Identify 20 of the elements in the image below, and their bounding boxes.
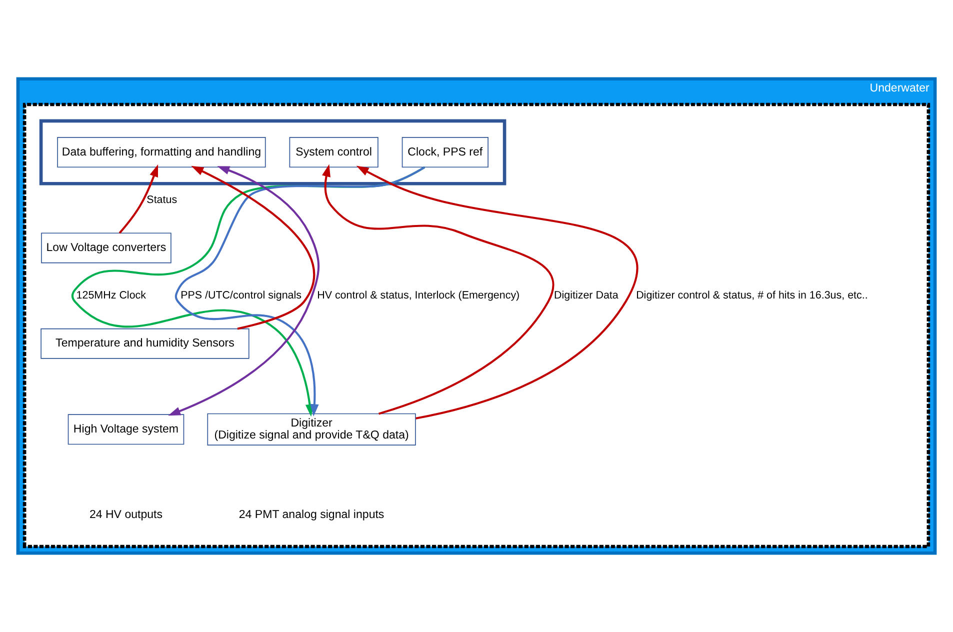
node-box: Data buffering, formatting and handling [57,137,266,168]
node-box: Clock, PPS ref [402,137,488,168]
arrow [356,166,638,420]
node-box: Digitizer (Digitize signal and provide T&Q data) [207,413,416,446]
edge-label: PPS /UTC/control signals [180,290,302,302]
node-box: High Voltage system [68,414,184,445]
label: 24 PMT analog signal inputs [238,509,384,522]
edge-label: Digitizer Data [554,290,618,302]
arrow [118,164,158,234]
edge-label: HV control & status, Interlock (Emergency) [317,290,520,302]
edge-label: 125MHz Clock [76,290,146,302]
node-box: System control [289,137,378,168]
node-box: Low Voltage converters [41,232,172,264]
label: 24 HV outputs [89,509,163,522]
arrow [191,166,315,330]
cluster [39,119,506,186]
node-box: Temperature and humidity Sensors [40,328,250,359]
arrow [322,164,554,415]
edge-label: Status [146,194,178,206]
edge-label: Digitizer control & status, # of hits in 16.3us, etc.. [636,290,868,302]
